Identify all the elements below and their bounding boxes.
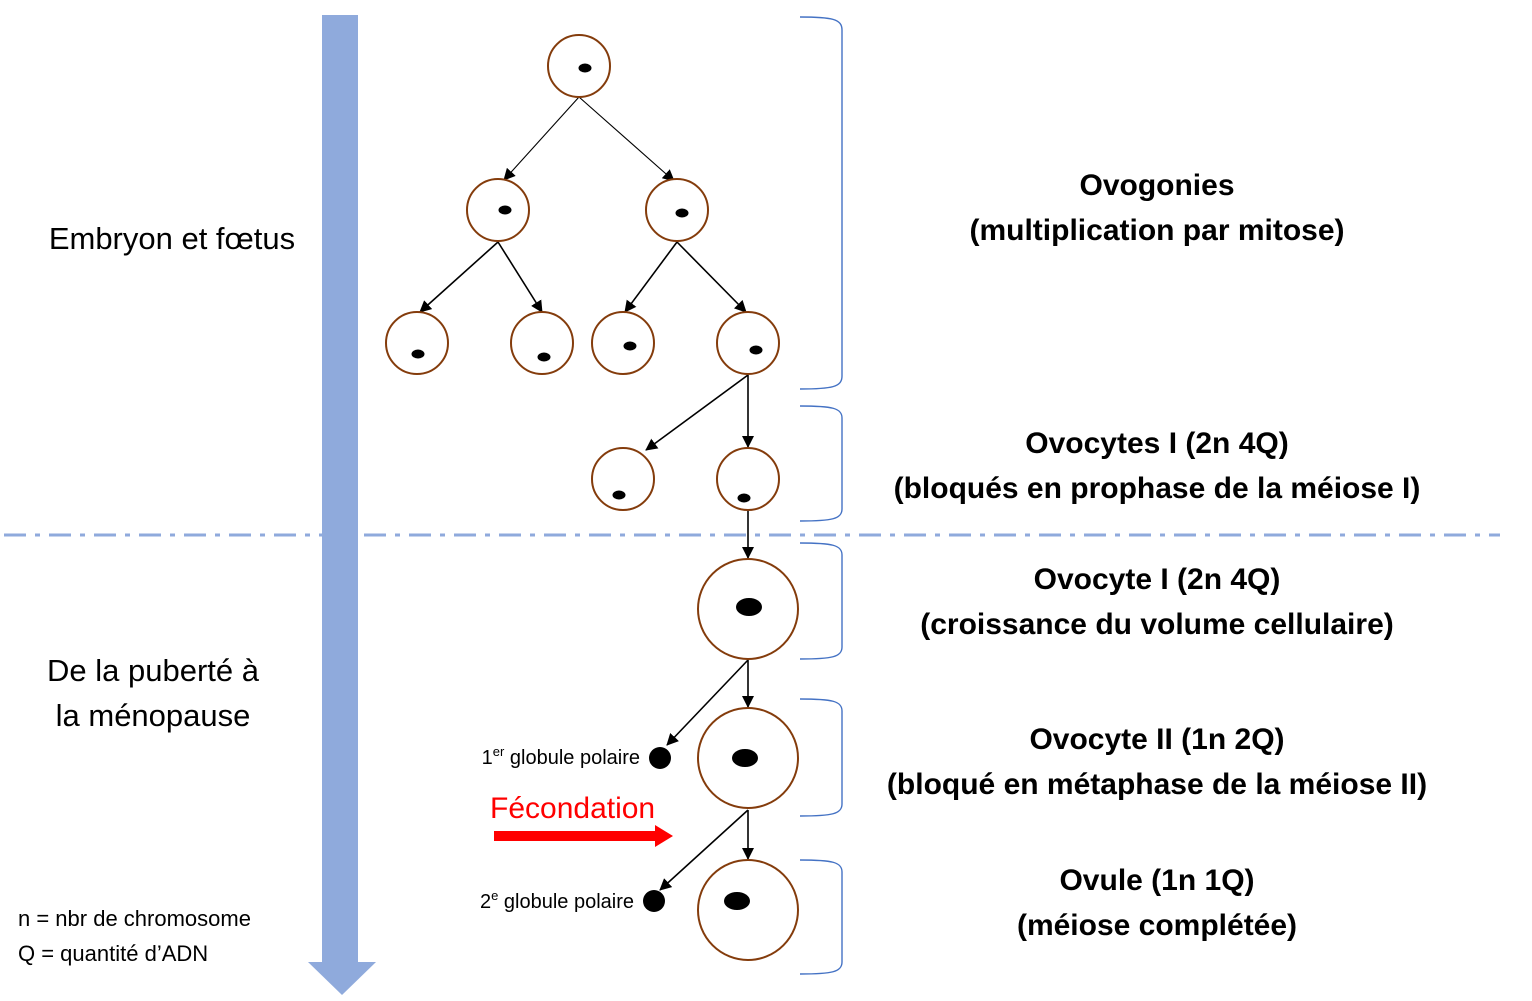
legend-n: n = nbr de chromosome bbox=[18, 906, 251, 931]
label-first-polar-body: 1er globule polaire bbox=[482, 744, 640, 769]
label-second-polar-body: 2e globule polaire bbox=[480, 888, 634, 913]
arrow-r2-to-r3d bbox=[676, 241, 747, 313]
bracket-growing-oocyte bbox=[799, 542, 843, 660]
nucleus bbox=[498, 205, 512, 215]
first-polar-text: globule polaire bbox=[504, 747, 640, 769]
label-embryo-fetus: Embryon et fœtus bbox=[49, 221, 295, 256]
fertilization-arrow-shaft bbox=[494, 831, 656, 841]
first-polar-body bbox=[649, 747, 671, 769]
cell-oogonium-l2-right bbox=[645, 178, 709, 242]
nucleus bbox=[578, 63, 592, 73]
stage-title-primary-oocytes: Ovocytes I (2n 4Q) bbox=[1025, 427, 1288, 460]
second-polar-sup: e bbox=[491, 888, 498, 903]
cell-oogonium-l3-4 bbox=[716, 311, 780, 375]
cell-oogonium-top bbox=[547, 34, 611, 98]
nucleus bbox=[724, 892, 750, 910]
cell-oogonium-l3-3 bbox=[591, 311, 655, 375]
legend-q: Q = quantité d’ADN bbox=[18, 941, 208, 966]
timeline-arrow-head bbox=[308, 962, 376, 995]
nucleus bbox=[537, 352, 551, 362]
fertilization-arrow bbox=[494, 825, 673, 847]
label-fertilization: Fécondation bbox=[490, 792, 655, 825]
label-puberty-line1: De la puberté à bbox=[47, 653, 260, 688]
nucleus bbox=[737, 493, 751, 503]
nucleus bbox=[411, 349, 425, 359]
arrow-l2-to-r3a bbox=[419, 241, 499, 313]
nucleus bbox=[675, 208, 689, 218]
timeline-arrow bbox=[308, 15, 376, 995]
cell-oogonium-l3-2 bbox=[510, 311, 574, 375]
stage-subtitle-primary-oocytes: (bloqués en prophase de la méiose I) bbox=[894, 472, 1421, 505]
first-polar-sup: er bbox=[493, 744, 505, 759]
nucleus bbox=[736, 598, 762, 616]
stage-subtitle-growing-oocyte: (croissance du volume cellulaire) bbox=[920, 608, 1394, 641]
arrow-to-second-polar-body bbox=[659, 809, 749, 891]
second-polar-num: 2 bbox=[480, 891, 491, 913]
nucleus bbox=[749, 345, 763, 355]
arrow-l2-to-r3b bbox=[497, 241, 543, 313]
nucleus bbox=[623, 341, 637, 351]
stage-subtitle-secondary-oocyte: (bloqué en métaphase de la méiose II) bbox=[887, 768, 1427, 801]
stage-title-ovum: Ovule (1n 1Q) bbox=[1059, 864, 1254, 897]
arrow-top-to-right bbox=[578, 96, 675, 182]
stage-title-secondary-oocyte: Ovocyte II (1n 2Q) bbox=[1029, 723, 1284, 756]
stage-subtitle-ovum: (méiose complétée) bbox=[1017, 909, 1297, 942]
second-polar-body bbox=[643, 890, 665, 912]
first-polar-num: 1 bbox=[482, 747, 493, 769]
cell-primary-oocyte-left bbox=[591, 447, 655, 511]
label-puberty-line2: la ménopause bbox=[56, 698, 251, 733]
bracket-secondary-oocyte bbox=[799, 698, 843, 817]
nucleus bbox=[612, 490, 626, 500]
stage-title-oogonia: Ovogonies bbox=[1079, 169, 1234, 202]
cell-primary-oocyte-right bbox=[716, 447, 780, 511]
second-polar-text: globule polaire bbox=[498, 891, 634, 913]
cell-growing-primary-oocyte bbox=[697, 558, 799, 660]
stage-subtitle-oogonia: (multiplication par mitose) bbox=[969, 214, 1344, 247]
arrow-to-oocyte-i-a bbox=[645, 374, 749, 451]
arrow-r2-to-r3c bbox=[624, 241, 678, 313]
bracket-ovum bbox=[799, 859, 843, 975]
arrow-top-to-left bbox=[503, 96, 580, 181]
nucleus bbox=[732, 749, 758, 767]
stage-title-growing-oocyte: Ovocyte I (2n 4Q) bbox=[1034, 563, 1281, 596]
bracket-primary-oocytes bbox=[799, 405, 843, 522]
cell-oogonium-l2-left bbox=[466, 178, 530, 242]
cell-secondary-oocyte bbox=[697, 707, 799, 809]
lineage-arrows bbox=[419, 96, 754, 891]
arrow-to-first-polar-body bbox=[666, 659, 749, 746]
bracket-oogonia bbox=[799, 16, 843, 390]
timeline-arrow-shaft bbox=[322, 15, 358, 963]
cell-ovum bbox=[697, 859, 799, 961]
fertilization-arrow-head bbox=[655, 825, 673, 847]
cell-oogonium-l3-1 bbox=[385, 311, 449, 375]
